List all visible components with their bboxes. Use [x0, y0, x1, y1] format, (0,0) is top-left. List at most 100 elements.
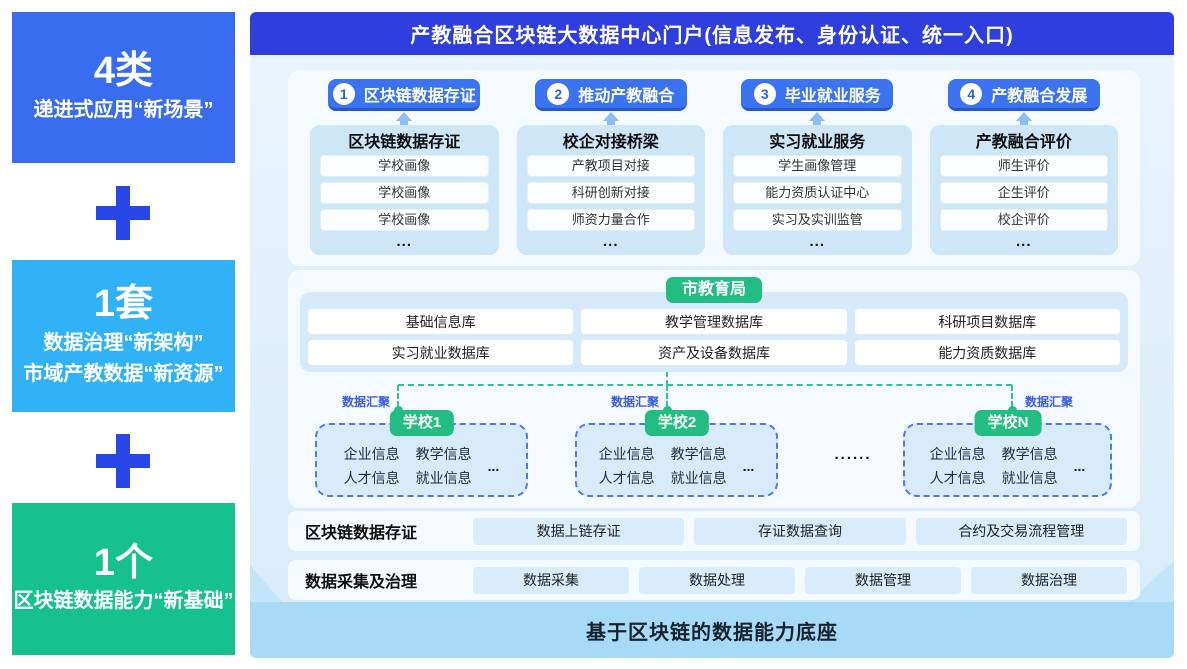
app-badge-label: 推动产教融合 — [578, 87, 675, 105]
data-center-section: 市教育局 基础信息库 教学管理数据库 科研项目数据库 实习就业数据库 资产及设备… — [288, 270, 1140, 508]
app-group-integration: 2 推动产教融合 校企对接桥梁 产教项目对接 科研创新对接 师资力量合作 ... — [516, 79, 705, 255]
school-info: 就业信息 — [670, 470, 727, 486]
layer-item: 合约及交易流程管理 — [915, 517, 1127, 545]
database-row: 实习就业数据库 资产及设备数据库 能力资质数据库 — [308, 340, 1120, 365]
layer-label: 区块链数据存证 — [305, 525, 418, 542]
app-badge: 2 推动产教融合 — [534, 79, 687, 111]
school-info: 人才信息 — [929, 470, 986, 486]
database-item: 教学管理数据库 — [581, 309, 847, 334]
school-info-column: 企业信息 人才信息 — [930, 442, 986, 490]
app-column-title: 产教融合评价 — [975, 134, 1072, 151]
sidebar-card-foundation: 1个 区块链数据能力“新基础” — [12, 503, 235, 655]
app-item: 能力资质认证中心 — [733, 182, 902, 204]
aggregation-label: 数据汇聚 — [341, 395, 390, 409]
number-circle-icon: 3 — [753, 82, 776, 105]
connector-line — [666, 385, 668, 407]
sidebar-card-scenarios: 4类 递进式应用“新场景” — [12, 12, 235, 163]
ellipsis-more: ... — [602, 233, 619, 250]
app-group-blockchain-deposit: 1 区块链数据存证 区块链数据存证 学校画像 学校画像 学校画像 ... — [310, 79, 499, 255]
pedestal-side-face — [250, 565, 282, 602]
app-item: 校企评价 — [939, 209, 1108, 231]
school-info: 企业信息 — [598, 446, 655, 462]
app-item: 师资力量合作 — [526, 209, 695, 231]
layer-label: 数据采集及治理 — [305, 574, 418, 591]
school-info: 企业信息 — [929, 446, 986, 462]
app-group-employment: 3 毕业就业服务 实习就业服务 学生画像管理 能力资质认证中心 实习及实训监管 … — [723, 79, 912, 255]
database-item: 能力资质数据库 — [854, 340, 1120, 365]
app-badge: 4 产教融合发展 — [947, 79, 1100, 111]
app-column: 区块链数据存证 学校画像 学校画像 学校画像 ... — [310, 125, 499, 255]
ellipsis-more: ... — [487, 458, 500, 474]
sidebar-card-caption: 数据治理“新架构” — [43, 331, 204, 354]
sidebar-card-caption: 递进式应用“新场景” — [33, 98, 214, 121]
sidebar-card-architecture: 1套 数据治理“新架构” 市域产教数据“新资源” — [12, 260, 235, 412]
app-badge: 1 区块链数据存证 — [328, 79, 481, 111]
school-info: 教学信息 — [670, 446, 727, 462]
database-item: 科研项目数据库 — [854, 309, 1120, 334]
ellipsis-more: ... — [1073, 458, 1086, 474]
school-info: 就业信息 — [415, 470, 472, 486]
school-info: 人才信息 — [343, 470, 400, 486]
sidebar-card-number: 1个 — [93, 541, 154, 584]
school-badge: 学校N — [974, 410, 1042, 436]
school-card: 企业信息 人才信息 教学信息 就业信息 ... — [575, 423, 778, 497]
app-column-title: 区块链数据存证 — [348, 134, 461, 151]
app-column: 产教融合评价 师生评价 企生评价 校企评价 ... — [929, 125, 1118, 255]
education-bureau-badge: 市教育局 — [665, 277, 763, 303]
number-circle-icon: 4 — [960, 82, 983, 105]
school-badge: 学校2 — [644, 410, 710, 436]
school-info-column: 教学信息 就业信息 — [416, 442, 472, 490]
connector-line — [666, 372, 668, 385]
arrow-up-icon — [1015, 111, 1032, 125]
sidebar-card-caption: 区块链数据能力“新基础” — [13, 590, 234, 613]
app-item: 实习及实训监管 — [733, 209, 902, 231]
arrow-up-icon — [602, 111, 619, 125]
ellipsis-more: ... — [809, 233, 825, 250]
aggregation-label: 数据汇聚 — [1025, 395, 1074, 409]
app-badge-label: 毕业就业服务 — [784, 87, 881, 105]
plus-icon-bar — [116, 186, 130, 240]
ellipsis-more: ... — [1015, 233, 1032, 250]
layer-item: 数据治理 — [971, 566, 1127, 594]
database-item: 基础信息库 — [308, 309, 574, 334]
database-item: 资产及设备数据库 — [581, 340, 847, 365]
database-container: 基础信息库 教学管理数据库 科研项目数据库 实习就业数据库 资产及设备数据库 能… — [300, 292, 1128, 372]
layer-data-governance: 数据采集及治理 数据采集 数据处理 数据管理 数据治理 — [288, 560, 1140, 600]
app-group-development: 4 产教融合发展 产教融合评价 师生评价 企生评价 校企评价 ... — [929, 79, 1118, 255]
ellipsis-between-schools: ...... — [834, 446, 872, 463]
arrow-up-icon — [396, 111, 413, 125]
portal-header: 产教融合区块链大数据中心门户(信息发布、身份认证、统一入口) — [250, 12, 1174, 55]
app-item: 学校画像 — [320, 182, 489, 204]
layer-blockchain-deposit: 区块链数据存证 数据上链存证 存证数据查询 合约及交易流程管理 — [288, 511, 1140, 551]
school-card: 企业信息 人才信息 教学信息 就业信息 ... — [315, 423, 528, 497]
plus-icon — [96, 434, 150, 488]
applications-section: 1 区块链数据存证 区块链数据存证 学校画像 学校画像 学校画像 ... 2 推… — [288, 70, 1140, 266]
app-badge-label: 区块链数据存证 — [363, 87, 476, 105]
connector-line — [397, 385, 399, 407]
app-column: 实习就业服务 学生画像管理 能力资质认证中心 实习及实训监管 ... — [723, 125, 912, 255]
app-column-title: 实习就业服务 — [769, 134, 866, 151]
app-column-title: 校企对接桥梁 — [562, 134, 659, 151]
app-item: 企生评价 — [939, 182, 1108, 204]
app-badge: 3 毕业就业服务 — [741, 79, 894, 111]
app-item: 学生画像管理 — [733, 155, 902, 177]
foundation-bar: 基于区块链的数据能力底座 — [250, 602, 1174, 658]
plus-icon-bar — [116, 434, 130, 488]
ellipsis-more: ... — [396, 233, 412, 250]
layer-item: 数据处理 — [639, 566, 795, 594]
sidebar-card-number: 1套 — [93, 283, 154, 326]
sidebar-card-number: 4类 — [93, 50, 154, 93]
school-info-column: 教学信息 就业信息 — [1002, 442, 1058, 490]
app-item: 学校画像 — [320, 155, 489, 177]
school-info-column: 教学信息 就业信息 — [671, 442, 727, 490]
school-info: 人才信息 — [598, 470, 655, 486]
school-info-column: 企业信息 人才信息 — [599, 442, 655, 490]
aggregation-label: 数据汇聚 — [610, 395, 659, 409]
app-item: 产教项目对接 — [526, 155, 695, 177]
sidebar-card-caption: 市域产教数据“新资源” — [23, 362, 224, 385]
layer-item: 存证数据查询 — [694, 517, 906, 545]
database-row: 基础信息库 教学管理数据库 科研项目数据库 — [308, 309, 1120, 334]
app-item: 科研创新对接 — [526, 182, 695, 204]
database-item: 实习就业数据库 — [308, 340, 574, 365]
school-info: 教学信息 — [1001, 446, 1058, 462]
